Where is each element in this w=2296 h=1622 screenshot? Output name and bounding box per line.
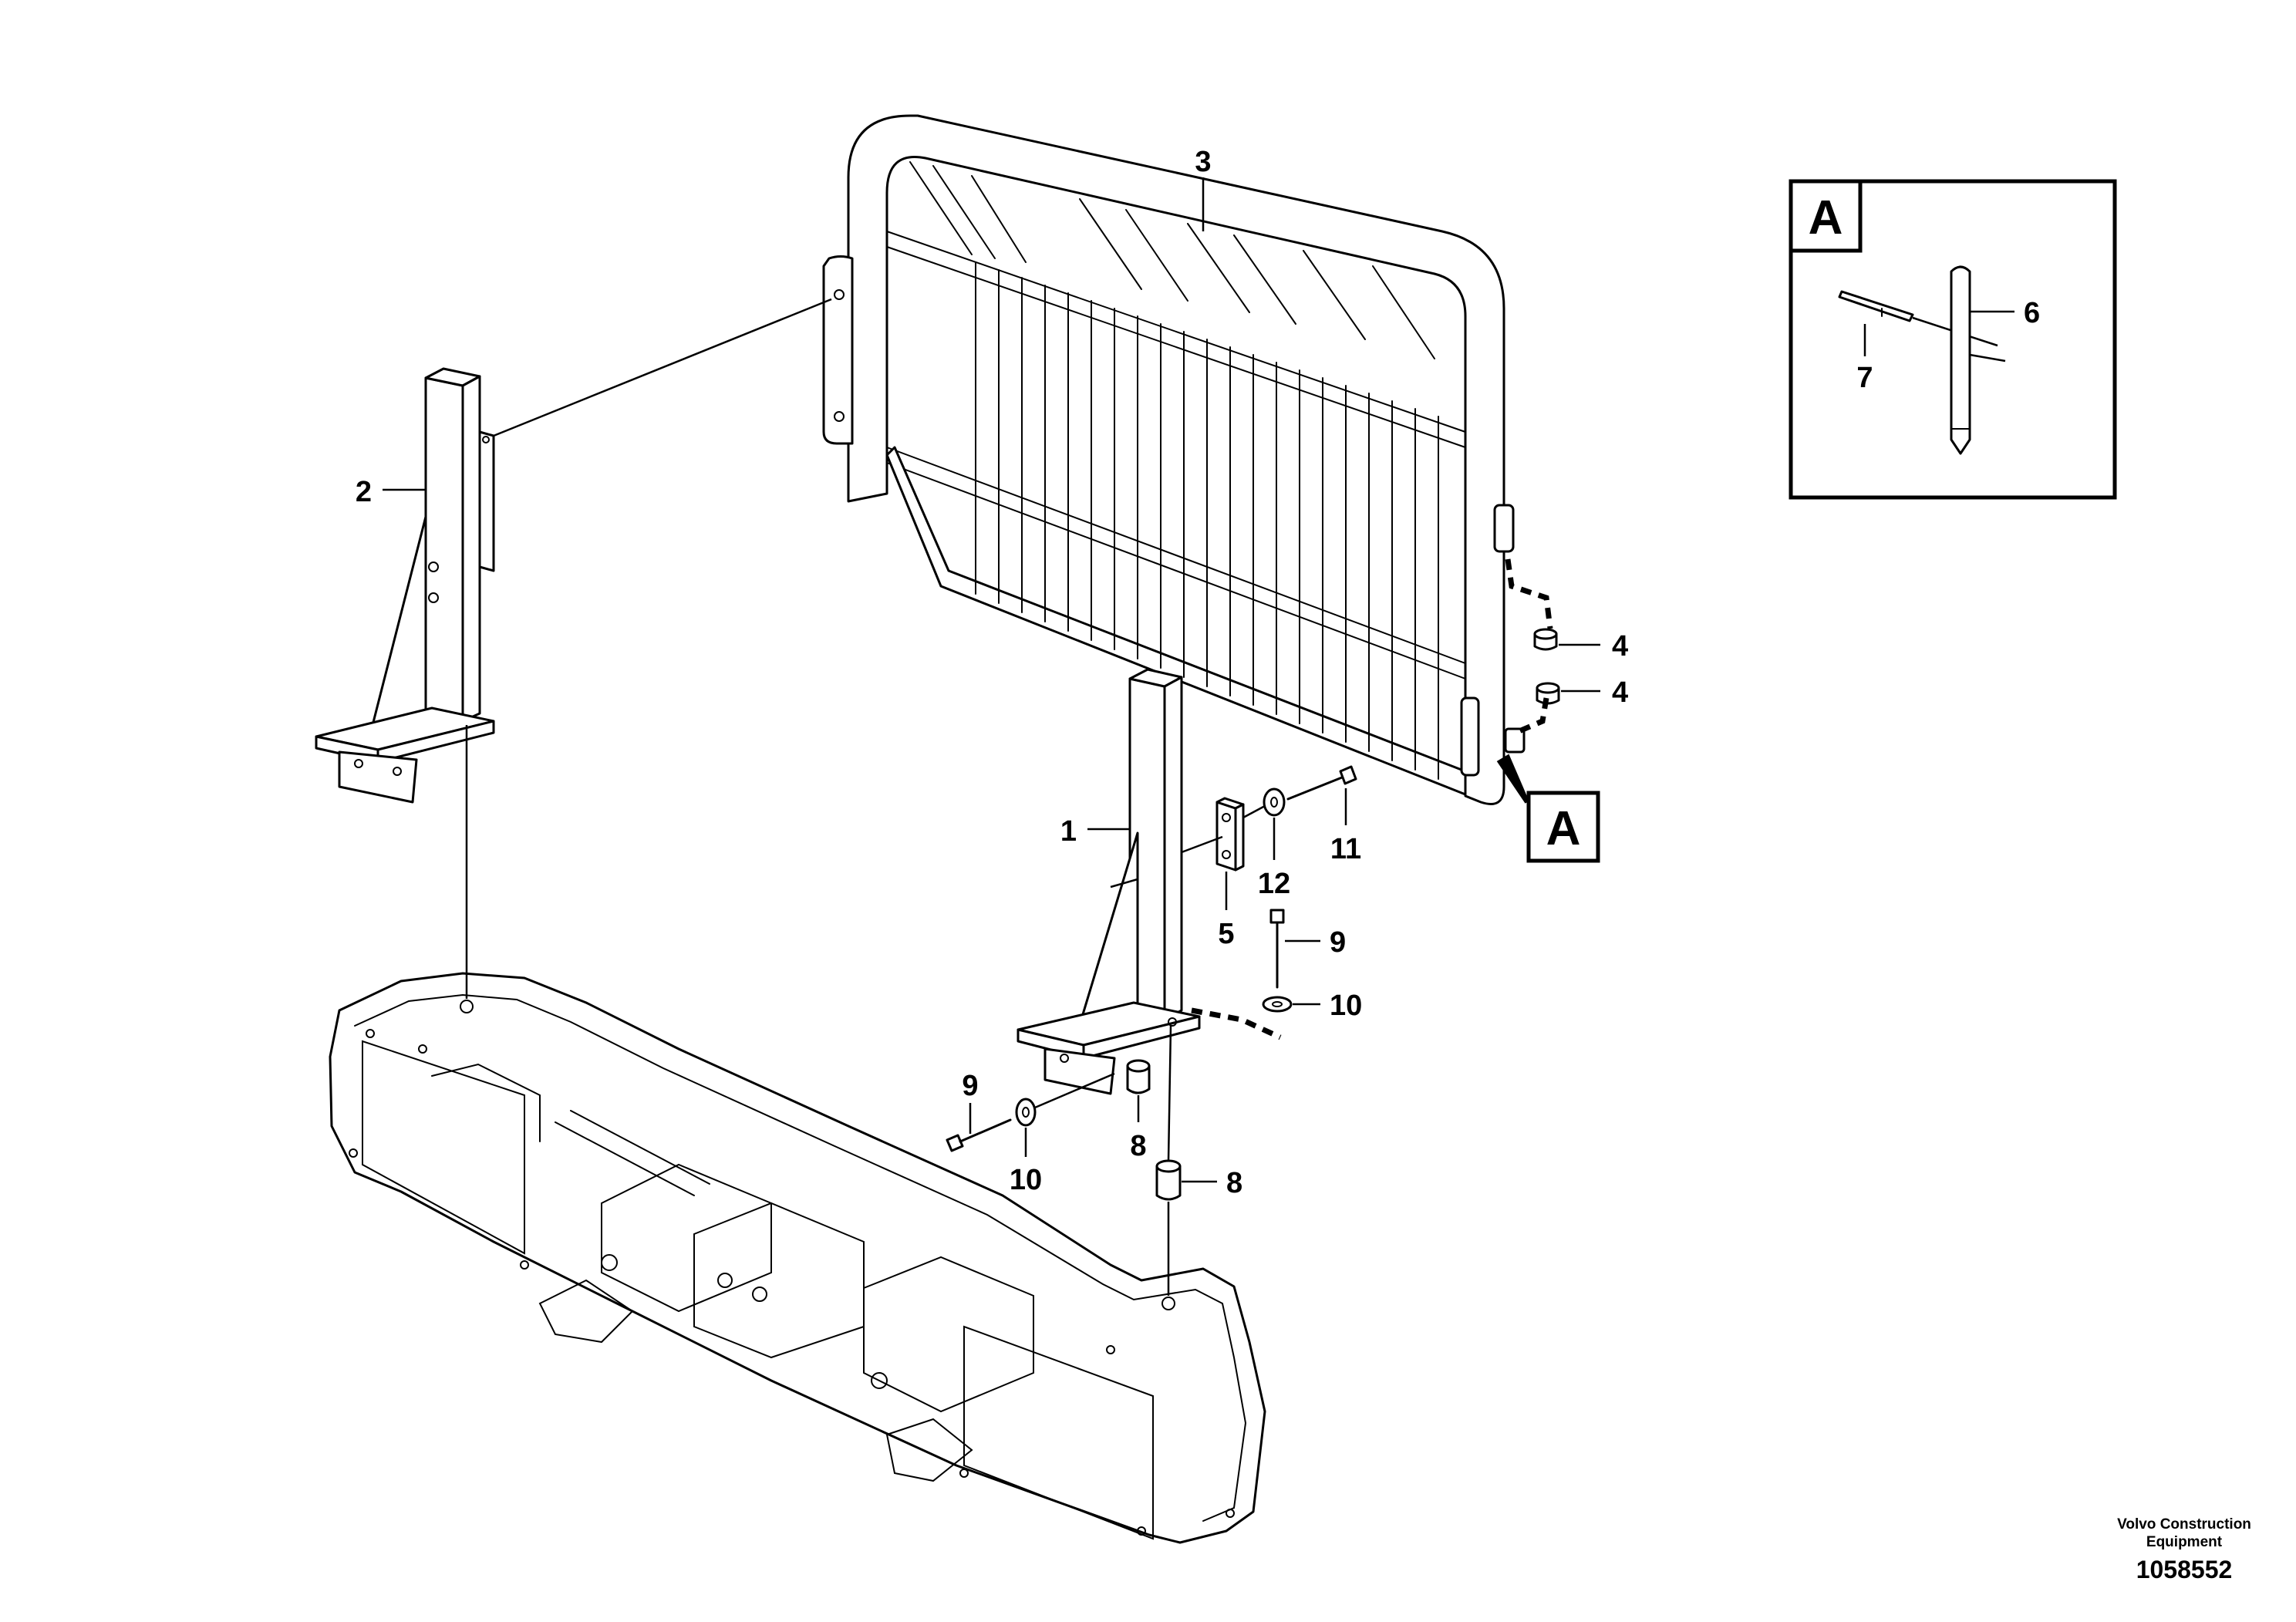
spacer-8-upper [1126,1059,1151,1094]
clip-4-upper [1533,628,1558,651]
spacer-8-lower [1155,1159,1182,1201]
callout-8-lower[interactable]: 8 [1226,1167,1242,1199]
bolt-9-horizontal [946,1118,1012,1152]
figure-number: 1058552 [2136,1556,2233,1583]
callout-3[interactable]: 3 [1195,146,1211,178]
assembly-lines [465,298,1266,1296]
detail-view-letter: A [1809,191,1843,244]
detail-marker-letter[interactable]: A [1546,802,1581,855]
callout-7[interactable]: 7 [1856,362,1873,394]
callout-leaders [383,177,1600,1183]
callout-2[interactable]: 2 [356,476,372,508]
dashed-routes [1191,558,1553,1040]
right-post [1017,668,1201,1095]
callout-1[interactable]: 1 [1060,815,1077,848]
callout-5[interactable]: 5 [1218,918,1234,950]
detail-view-box [1789,179,2117,500]
bolt-9-vertical [1269,909,1285,989]
detail-marker-box [1526,791,1600,863]
brand-line-1: Volvo Construction [2117,1516,2251,1533]
callout-4-upper[interactable]: 4 [1612,630,1628,663]
callout-9-lower[interactable]: 9 [962,1070,978,1102]
washer-10-upper [1262,996,1293,1013]
brand-line-2: Equipment [2146,1534,2223,1550]
callout-12[interactable]: 12 [1258,868,1290,900]
washer-10-lower [1015,1098,1037,1127]
clip-4-lower [1536,682,1560,705]
washer-12 [1263,787,1286,817]
callout-9-upper[interactable]: 9 [1330,926,1346,959]
detail-marker-pointer [1496,754,1529,804]
guard-rail-panel [822,114,1526,805]
callout-11[interactable]: 11 [1330,833,1361,865]
callout-10-upper[interactable]: 10 [1330,990,1362,1022]
counterweight-frame [329,972,1266,1544]
callout-6[interactable]: 6 [2024,297,2040,329]
left-post [315,367,495,804]
plate-5 [1215,797,1245,872]
callout-10-lower[interactable]: 10 [1010,1164,1042,1196]
bolt-11 [1286,765,1357,801]
callout-8-upper[interactable]: 8 [1130,1130,1146,1162]
callout-4-lower[interactable]: 4 [1612,676,1628,709]
